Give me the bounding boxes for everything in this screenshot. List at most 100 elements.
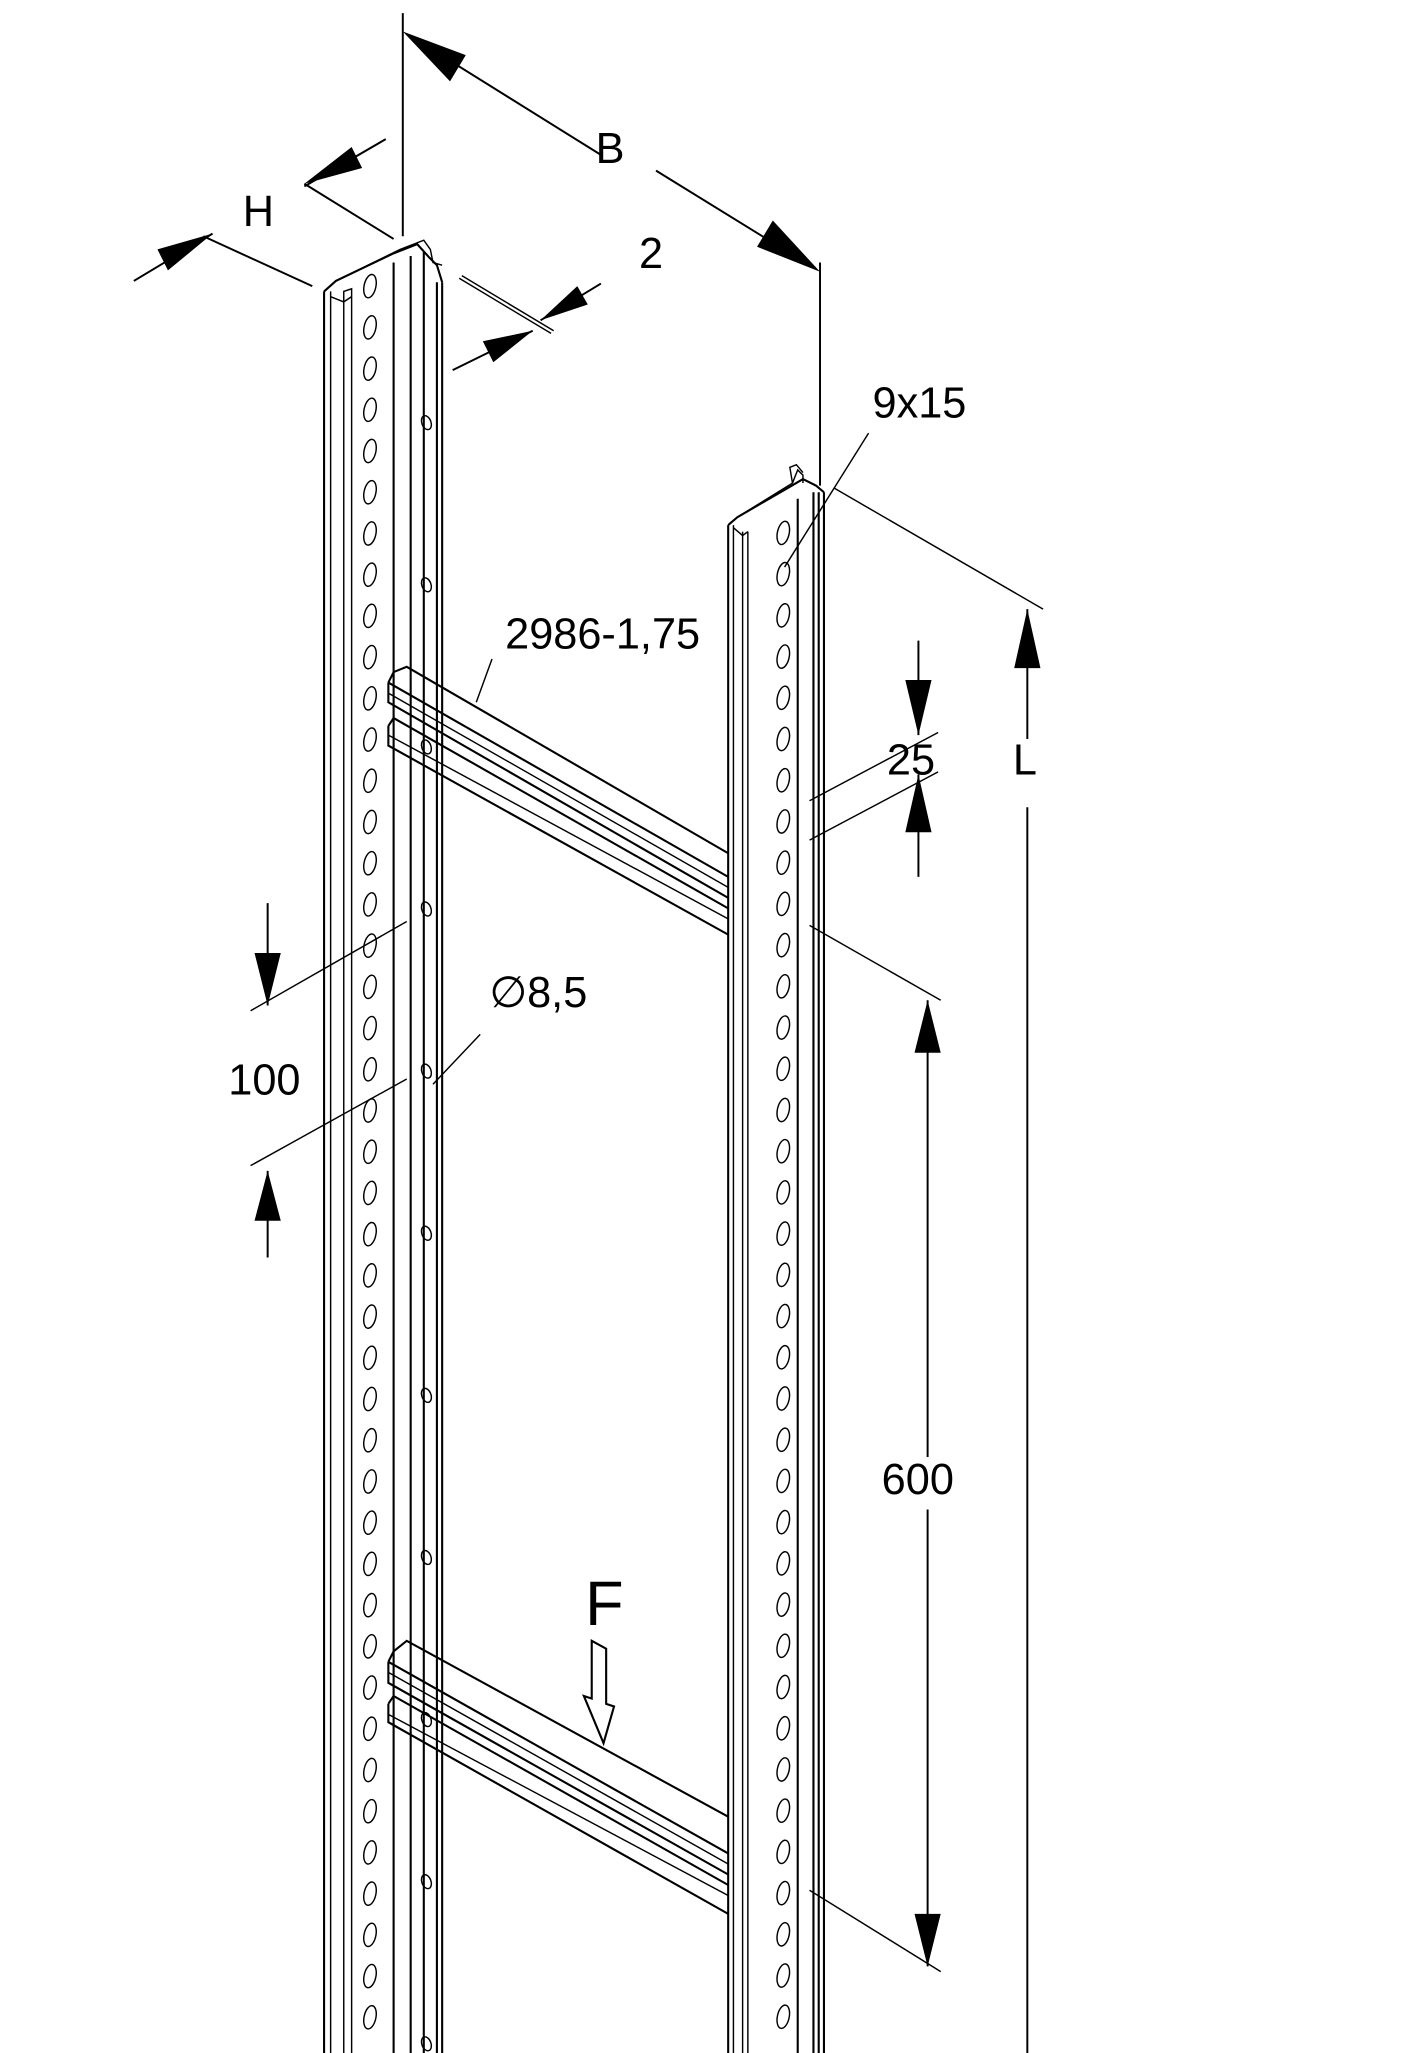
- rail-slot: [362, 933, 377, 958]
- rail-slot: [776, 1180, 791, 1205]
- rail-slot: [776, 932, 791, 958]
- dimension-b-label: B: [596, 125, 625, 173]
- rail-slot: [362, 1015, 377, 1041]
- rail-slot: [776, 1633, 791, 1659]
- mounting-hole: [420, 1549, 433, 1566]
- mounting-hole: [420, 739, 433, 755]
- slot-size-label: 9x15: [873, 379, 967, 427]
- rail-slot: [362, 1427, 377, 1453]
- mounting-hole: [420, 1874, 433, 1890]
- load-label: F: [585, 1569, 623, 1639]
- rail-slot: [776, 1138, 791, 1164]
- rail-slot: [776, 767, 791, 793]
- rail-slot: [362, 644, 377, 670]
- rail-slot: [362, 1345, 377, 1371]
- mounting-hole: [420, 2036, 433, 2052]
- rail-slot: [362, 768, 377, 794]
- rail-slot: [362, 1469, 377, 1494]
- dimension-h: H: [133, 138, 395, 288]
- rail-slot: [776, 1468, 791, 1494]
- mounting-hole: [420, 1225, 433, 1241]
- rail-slot: [362, 1963, 377, 1989]
- rail-slot: [362, 1551, 377, 1577]
- rail-slot: [776, 1344, 791, 1370]
- rail-slot: [776, 850, 791, 876]
- mounting-hole: [420, 414, 433, 431]
- dimension-length-label: L: [1013, 736, 1037, 784]
- hole-diameter-label: ∅8,5: [489, 969, 587, 1017]
- rail-slot: [776, 561, 791, 587]
- dimension-rung-spacing-label: 600: [882, 1456, 954, 1504]
- dimension-h-label: H: [243, 188, 274, 236]
- dimension-slot-pitch: 25: [809, 640, 939, 877]
- rail-slot: [362, 479, 377, 505]
- rail-slot: [362, 1716, 377, 1742]
- rail-slot: [362, 562, 377, 588]
- rail-slot: [362, 1757, 377, 1783]
- rail-slot: [362, 603, 377, 629]
- rail-slot: [776, 1427, 791, 1453]
- rail-slot: [362, 1798, 377, 1824]
- rail-slot: [776, 973, 791, 999]
- dimension-hole-pitch: 100: [228, 903, 408, 1258]
- right-side-rail: [727, 463, 826, 2053]
- rail-slot: [776, 644, 791, 669]
- rail-slot: [362, 1263, 377, 1288]
- rail-slot: [776, 1592, 791, 1617]
- rail-slot: [362, 1098, 377, 1123]
- rail-slot: [776, 1757, 791, 1782]
- rail-slot: [776, 1015, 791, 1040]
- rail-slot: [362, 1180, 377, 1206]
- dimension-slot-pitch-label: 25: [887, 736, 935, 784]
- mounting-hole: [420, 577, 433, 593]
- rail-slot: [362, 438, 377, 464]
- rail-slot: [776, 891, 791, 917]
- rail-slot: [776, 809, 791, 834]
- dimension-b: B: [401, 13, 822, 486]
- rail-slot: [776, 726, 791, 752]
- rail-slot: [362, 1633, 377, 1659]
- rail-slot: [362, 1510, 377, 1536]
- rail-slot: [362, 892, 377, 917]
- rail-slot: [776, 1221, 791, 1246]
- rail-slot: [362, 397, 377, 423]
- rail-slot: [362, 727, 377, 752]
- rail-slot: [776, 685, 791, 711]
- mounting-hole: [420, 1387, 433, 1404]
- left-rail-slots: [362, 273, 377, 2030]
- rail-slot: [362, 315, 377, 340]
- rail-slot: [362, 1881, 377, 1906]
- rail-slot: [362, 1221, 377, 1247]
- rail-slot: [776, 1551, 791, 1576]
- upper-rung: [387, 665, 729, 936]
- mounting-hole: [420, 901, 433, 917]
- rail-slot: [362, 356, 377, 381]
- rail-slot: [362, 273, 377, 299]
- rail-slot: [776, 1303, 791, 1329]
- mounting-hole: [420, 1063, 433, 1079]
- rail-slot: [362, 809, 377, 835]
- dimension-hole-pitch-label: 100: [228, 1057, 300, 1105]
- slot-size-callout: 9x15: [783, 379, 967, 568]
- hole-diameter-callout: ∅8,5: [432, 969, 587, 1085]
- rail-slot: [362, 1139, 377, 1165]
- rail-slot: [776, 1056, 791, 1082]
- rail-slot: [362, 1386, 377, 1412]
- right-rail-slots: [776, 520, 791, 2030]
- rail-slot: [776, 1509, 791, 1535]
- rail-slot: [362, 850, 377, 876]
- load-arrow: F: [582, 1569, 624, 1747]
- rail-slot: [776, 1921, 791, 1947]
- dimension-flange: 2: [452, 230, 663, 372]
- rail-slot: [776, 1880, 791, 1906]
- rail-slot: [776, 1262, 791, 1288]
- rail-slot: [776, 1386, 791, 1411]
- rail-slot: [776, 1963, 791, 1988]
- rail-slot: [362, 1056, 377, 1082]
- left-side-rail: [323, 239, 444, 2053]
- lower-rung: [387, 1639, 729, 1915]
- rail-slot: [776, 1839, 791, 1865]
- rail-slot: [362, 521, 377, 546]
- rail-slot: [362, 1304, 377, 1329]
